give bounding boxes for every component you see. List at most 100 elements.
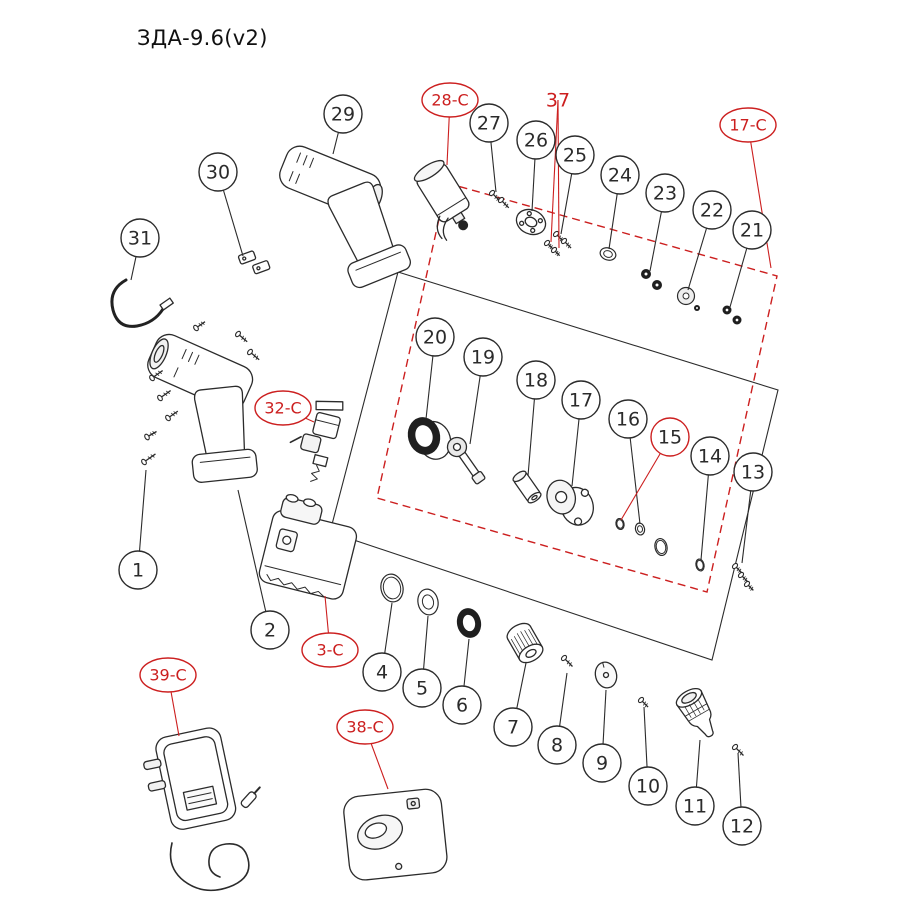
balloon-24: 24 xyxy=(600,155,640,195)
screw xyxy=(149,370,164,382)
gear xyxy=(732,315,742,325)
screw xyxy=(550,246,561,257)
balloon-4: 4 xyxy=(362,652,402,692)
balloon-label: 3-C xyxy=(316,641,343,660)
balloon-23: 23 xyxy=(645,173,685,213)
balloon-9: 9 xyxy=(582,743,622,783)
balloon-30: 30 xyxy=(198,152,238,192)
balloon-39-C: 39-C xyxy=(139,657,197,693)
ring-washer xyxy=(615,517,625,531)
ring-washer xyxy=(695,558,705,572)
screw xyxy=(560,654,573,667)
balloon-label: 38-C xyxy=(346,718,383,737)
gear xyxy=(694,305,700,311)
screw xyxy=(193,321,206,332)
balloon-label: 39-C xyxy=(149,666,186,685)
balloon-circle xyxy=(650,417,690,457)
balloon-label: 23 xyxy=(653,183,677,205)
screw xyxy=(144,430,157,441)
ring-washer xyxy=(380,573,404,603)
balloon-12: 12 xyxy=(722,806,762,846)
balloon-circle xyxy=(402,668,442,708)
balloon-circle xyxy=(516,360,556,400)
balloon-label: 37 xyxy=(546,90,570,112)
balloon-15: 15 xyxy=(650,417,690,457)
balloon-circle xyxy=(722,806,762,846)
leader-line-17-C xyxy=(747,124,772,269)
balloon-circle xyxy=(645,173,685,213)
balloon-17: 17 xyxy=(561,380,601,420)
part-drawing-front-housing-shell xyxy=(147,333,258,483)
balloon-circle xyxy=(555,135,595,175)
balloon-circle xyxy=(628,766,668,806)
balloon-label: 12 xyxy=(730,816,754,838)
balloon-circle xyxy=(600,155,640,195)
screw xyxy=(497,196,510,209)
balloon-8: 8 xyxy=(537,725,577,765)
screw xyxy=(165,410,179,422)
balloon-label: 7 xyxy=(507,717,519,739)
part-drawing-11-chuck xyxy=(675,687,714,738)
part-drawing-7-clutch-collar xyxy=(506,622,544,664)
balloon-circle xyxy=(254,390,312,426)
balloon-37: 37 xyxy=(546,90,570,112)
balloon-7: 7 xyxy=(493,707,533,747)
leader-line-2 xyxy=(237,489,271,631)
screw xyxy=(731,743,744,756)
balloon-circle xyxy=(336,709,394,745)
balloon-label: 30 xyxy=(206,162,230,184)
balloon-label: 19 xyxy=(471,347,495,369)
balloon-18: 18 xyxy=(516,360,556,400)
part-drawing-28c-motor xyxy=(413,159,470,241)
balloon-19: 19 xyxy=(463,337,503,377)
balloon-label: 14 xyxy=(698,446,722,468)
balloon-5: 5 xyxy=(402,668,442,708)
screw xyxy=(743,580,754,591)
balloon-16: 16 xyxy=(608,399,648,439)
balloon-label: 26 xyxy=(524,130,548,152)
part-drawing-19-gear-shaft xyxy=(446,436,486,485)
balloon-circle xyxy=(516,120,556,160)
part-drawing-26-motor-plate xyxy=(515,208,547,236)
part-drawing-20-ring-gear xyxy=(407,417,452,460)
ring-washer xyxy=(599,247,617,261)
balloon-circle xyxy=(421,82,479,118)
balloon-circle xyxy=(561,380,601,420)
balloon-label: 13 xyxy=(741,462,765,484)
assembly-frames xyxy=(329,182,779,661)
balloon-label: 17-C xyxy=(729,116,766,135)
screw xyxy=(234,330,248,343)
balloon-label: 5 xyxy=(416,678,428,700)
ring-washer xyxy=(654,537,668,557)
balloon-circle xyxy=(442,685,482,725)
balloon-circle xyxy=(582,743,622,783)
balloon-circle xyxy=(301,632,359,668)
balloon-1: 1 xyxy=(118,550,158,590)
balloon-circle xyxy=(690,436,730,476)
balloon-circle xyxy=(415,317,455,357)
balloon-circle xyxy=(493,707,533,747)
balloon-label: 6 xyxy=(456,695,468,717)
balloon-circle xyxy=(608,399,648,439)
balloon-6: 6 xyxy=(442,685,482,725)
balloon-label: 4 xyxy=(376,662,388,684)
balloon-10: 10 xyxy=(628,766,668,806)
assembly-17c-dashed-outline xyxy=(376,182,778,593)
balloon-label: 17 xyxy=(569,390,593,412)
balloon-3-C: 3-C xyxy=(301,632,359,668)
balloon-label: 1 xyxy=(132,560,144,582)
gear xyxy=(722,305,732,315)
balloon-38-C: 38-C xyxy=(336,709,394,745)
balloon-label: 29 xyxy=(331,104,355,126)
balloon-13: 13 xyxy=(733,452,773,492)
balloon-label: 27 xyxy=(477,113,501,135)
part-drawing-9-disc xyxy=(594,661,618,689)
gearbox-assembly-outline xyxy=(329,271,779,661)
balloon-label: 21 xyxy=(740,220,764,242)
balloon-label: 18 xyxy=(524,370,548,392)
screw xyxy=(637,696,649,708)
ring-washer xyxy=(634,522,646,536)
balloon-circle xyxy=(250,610,290,650)
balloon-circle xyxy=(118,550,158,590)
